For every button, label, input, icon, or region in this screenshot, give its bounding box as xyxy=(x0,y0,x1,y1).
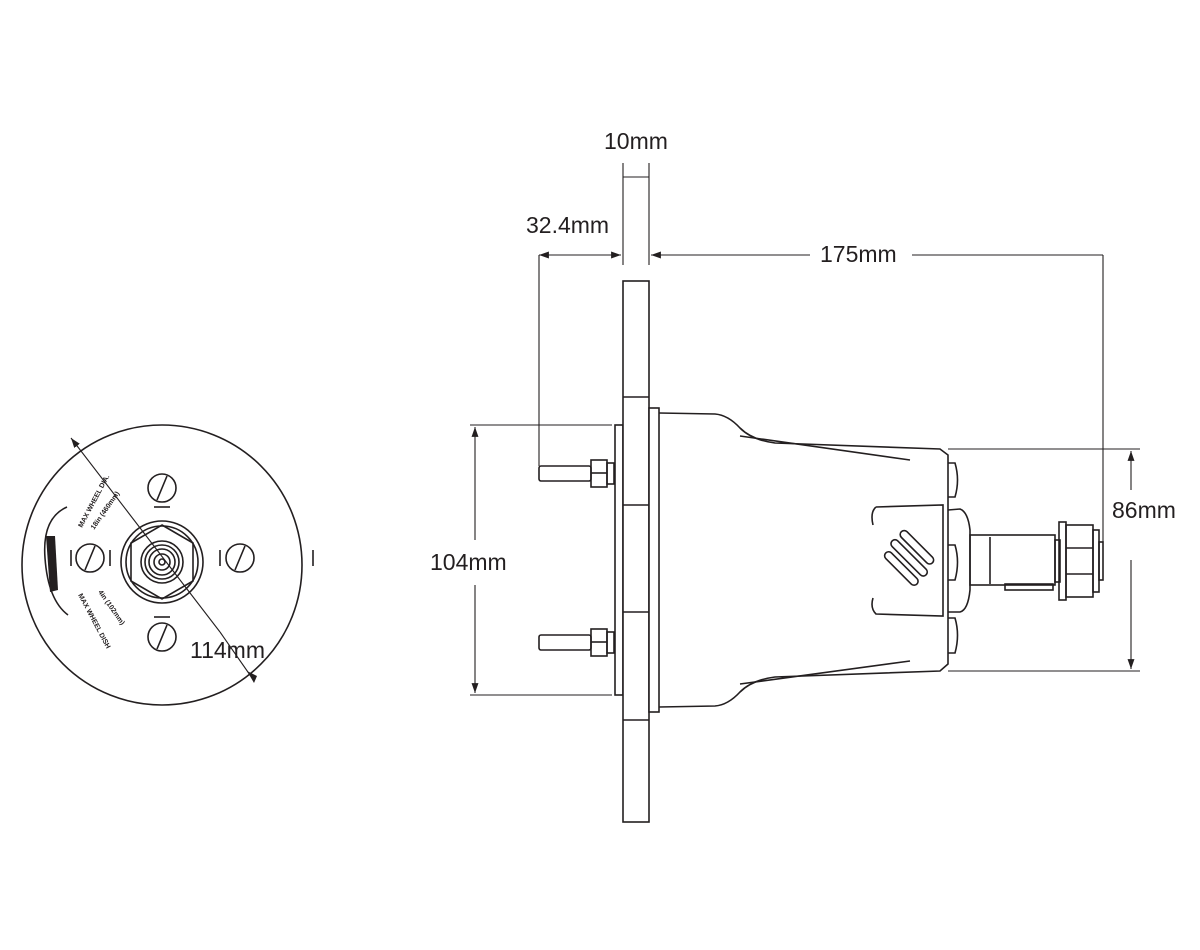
side-view xyxy=(538,280,1104,823)
flange-thickness-label: 10mm xyxy=(604,128,668,154)
stud-lower xyxy=(538,628,615,657)
front-view: MAX WHEEL DIA. 18in (460mm) MAX WHEEL DI… xyxy=(21,424,314,706)
stud-upper xyxy=(538,459,615,488)
screw-icon xyxy=(70,543,111,573)
logo-icon xyxy=(46,536,58,592)
diameter-dim-line xyxy=(70,437,221,633)
logo-bracket xyxy=(43,506,69,616)
shaft-nut xyxy=(1065,524,1094,598)
dimension-lines: 10mm 32.4mm 175mm 104mm 86mm xyxy=(430,128,1176,696)
screw-icon xyxy=(219,543,255,573)
hex-nut xyxy=(120,520,204,604)
screw-icon xyxy=(147,473,177,508)
shaft-boss xyxy=(947,508,971,613)
housing-body xyxy=(658,412,949,708)
housing-flange xyxy=(648,407,660,713)
body-height-label: 86mm xyxy=(1112,497,1176,523)
logo-icon xyxy=(883,529,935,587)
stud-length-label: 32.4mm xyxy=(526,212,609,238)
max-wheel-dish-value: 4in (102mm) xyxy=(96,589,125,626)
screws xyxy=(70,473,314,652)
face-outline xyxy=(21,424,303,706)
screw-icon xyxy=(147,616,177,652)
overall-length-label: 175mm xyxy=(820,241,897,267)
shaft xyxy=(969,534,1056,586)
face-diameter-label: 114mm xyxy=(190,637,265,663)
bulkhead-flange xyxy=(622,280,650,823)
spacer xyxy=(614,424,624,696)
bolt-heads xyxy=(948,462,959,654)
flange-height-label: 104mm xyxy=(430,549,507,575)
logo-badge xyxy=(871,504,944,617)
